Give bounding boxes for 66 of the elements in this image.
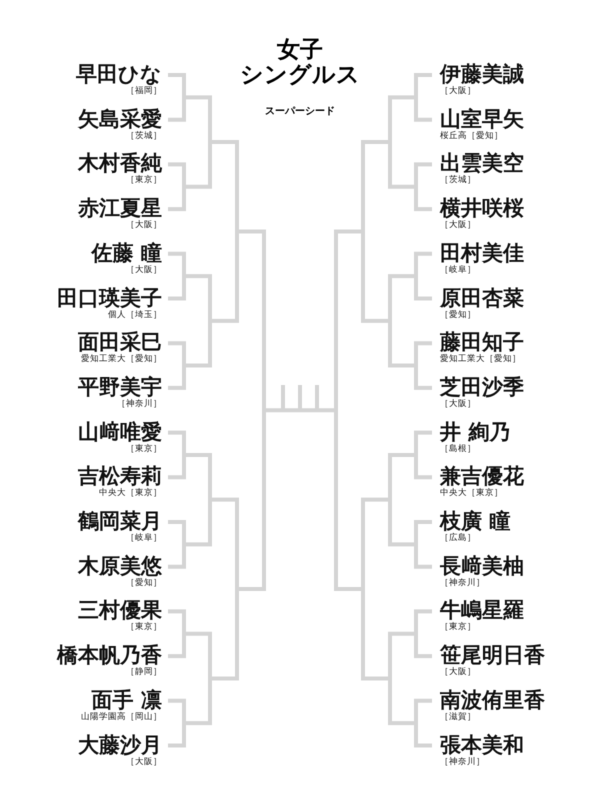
affiliation-text: ［東京］ — [126, 622, 162, 634]
player-name: 三村優果 — [78, 598, 162, 622]
affiliation-text: ［大阪］ — [126, 756, 162, 768]
affiliation-text: ［神奈川］ — [440, 756, 485, 768]
affiliation-text: ［大阪］ — [440, 667, 476, 678]
affiliation-text: ［静岡］ — [126, 667, 162, 678]
affiliation-text: ［岐阜］ — [440, 264, 476, 276]
player-name: 張本美和 — [440, 732, 524, 756]
player-name: 田口瑛美子 — [57, 286, 162, 310]
affiliation-text: ［東京］ — [126, 175, 162, 186]
player-name: 面田采巳 — [78, 330, 162, 354]
player-name: 藤田知子 — [440, 330, 524, 354]
affiliation-text: 中央大［東京］ — [99, 488, 162, 500]
player-name: 出雲美空 — [440, 151, 524, 176]
affiliation-text: 桜丘高［愛知］ — [440, 130, 503, 142]
affiliation-text: ［愛知］ — [440, 310, 476, 320]
player-name: 木原美悠 — [78, 554, 162, 578]
affiliation-text: ［愛知］ — [126, 578, 162, 589]
player-name: 長﨑美柚 — [440, 554, 524, 578]
player-name: 赤江夏星 — [78, 196, 162, 220]
player-name: 木村香純 — [78, 151, 162, 176]
player-name: 南波侑里香 — [440, 688, 545, 712]
player-name: 伊藤美誠 — [440, 62, 524, 86]
affiliation-text: ［岐阜］ — [126, 533, 162, 544]
affiliation-text: ［大阪］ — [126, 264, 162, 276]
affiliation-text: ［広島］ — [440, 533, 476, 544]
player-name: 兼吉優花 — [440, 464, 524, 488]
player-name: 橋本帆乃香 — [57, 643, 162, 668]
affiliation-text: ［大阪］ — [440, 398, 476, 410]
affiliation-text: 愛知工業大［愛知］ — [81, 354, 162, 366]
affiliation-text: ［滋賀］ — [440, 712, 476, 723]
affiliation-text: 個人［埼玉］ — [108, 310, 162, 320]
subtitle: スーパーシード — [264, 105, 336, 118]
affiliation-text: ［茨城］ — [126, 130, 162, 142]
player-name: 矢島采愛 — [78, 106, 162, 131]
affiliation-text: ［島根］ — [440, 444, 476, 455]
player-name: 芝田沙季 — [440, 374, 524, 399]
player-name: 横井咲桜 — [440, 196, 524, 220]
player-name: 佐藤 瞳 — [92, 240, 162, 265]
player-name: 井 絢乃 — [440, 420, 510, 444]
player-name: 笹尾明日香 — [440, 643, 545, 668]
affiliation-text: 中央大［東京］ — [440, 488, 503, 500]
player-name: 平野美宇 — [78, 374, 162, 399]
player-name: 面手 凛 — [92, 688, 162, 712]
player-name: 枝廣 瞳 — [440, 509, 510, 533]
affiliation-text: 愛知工業大［愛知］ — [440, 354, 521, 366]
player-name: 大藤沙月 — [78, 732, 162, 756]
affiliation-text: ［大阪］ — [440, 86, 476, 97]
affiliation-text: ［東京］ — [126, 444, 162, 455]
affiliation-text: ［東京］ — [440, 622, 476, 634]
affiliation-text: 山陽学園高［岡山］ — [81, 712, 162, 723]
affiliation-text: ［福岡］ — [126, 86, 162, 97]
title: 女子シングルス — [239, 38, 361, 88]
affiliation-text: ［大阪］ — [440, 220, 476, 232]
player-name: 山﨑唯愛 — [78, 420, 162, 444]
affiliation-text: ［茨城］ — [440, 175, 476, 186]
affiliation-text: ［神奈川］ — [440, 578, 485, 589]
player-name: 山室早矢 — [440, 106, 524, 131]
player-name: 原田杏菜 — [440, 286, 524, 310]
player-name: 田村美佳 — [440, 240, 524, 265]
affiliation-text: ［大阪］ — [126, 220, 162, 232]
player-name: 早田ひな — [76, 62, 162, 86]
player-name: 鶴岡菜月 — [78, 509, 162, 533]
affiliation-text: ［神奈川］ — [117, 398, 162, 410]
player-name: 牛嶋星羅 — [440, 598, 524, 622]
player-name: 吉松寿莉 — [78, 464, 162, 488]
